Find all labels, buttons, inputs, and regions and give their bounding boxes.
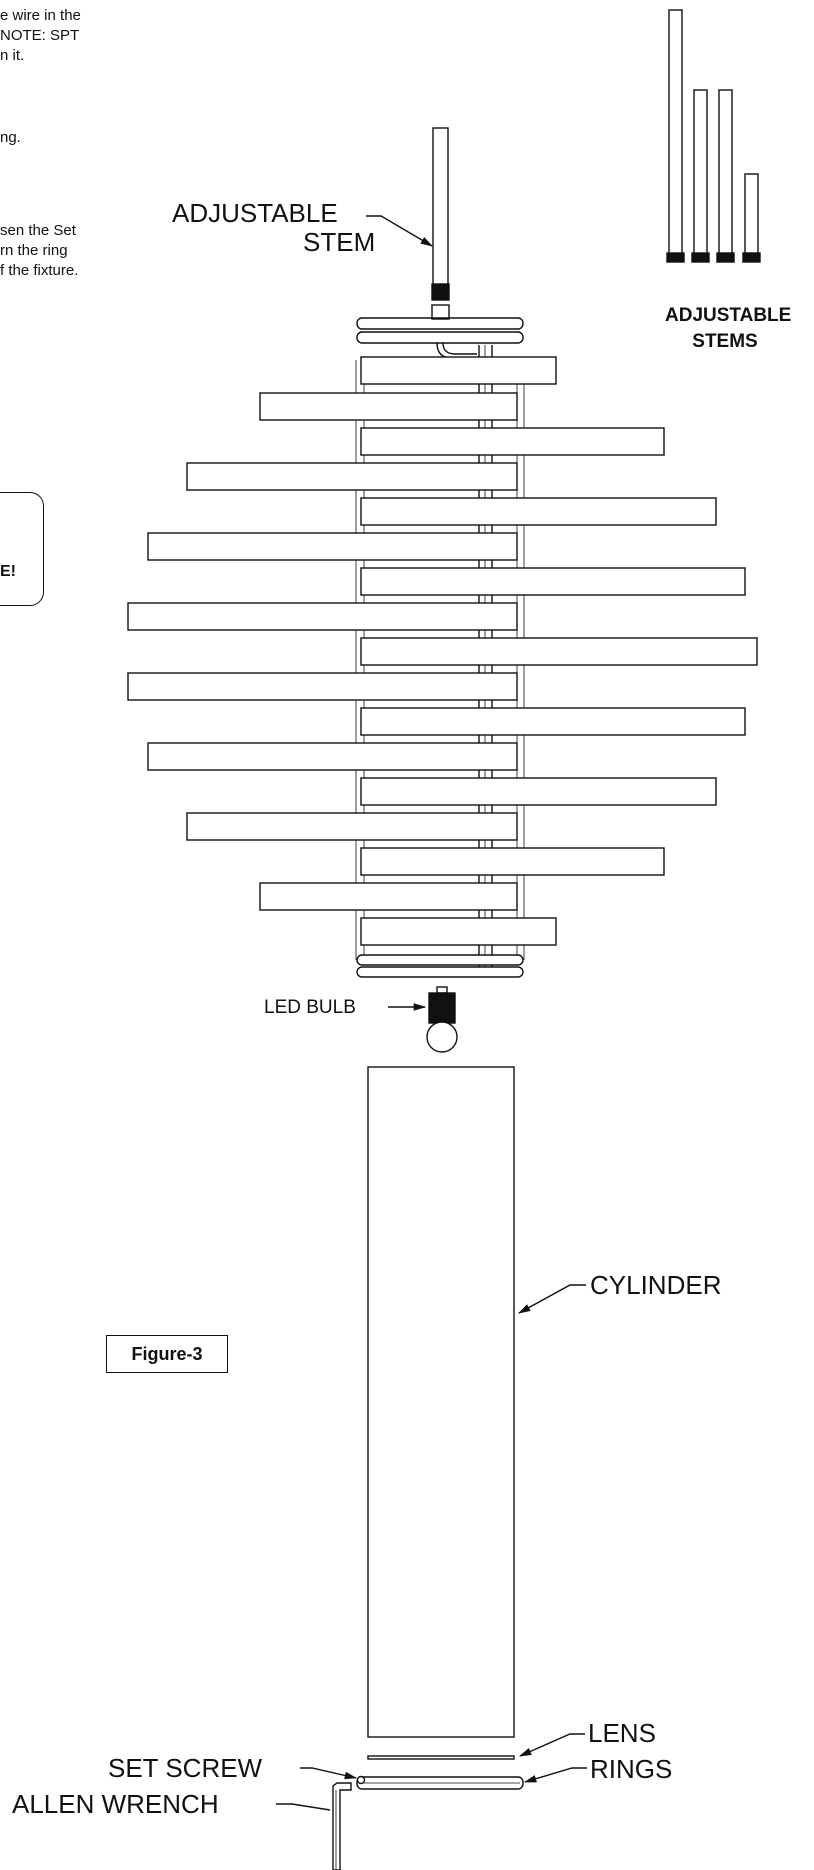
adjustable-stems-set bbox=[666, 9, 761, 263]
figure-label: Figure-3 bbox=[106, 1335, 228, 1373]
instruction-fragment: n it. bbox=[0, 47, 25, 64]
bottom-ring bbox=[356, 954, 524, 966]
adjustable-stem bbox=[431, 127, 450, 301]
blades bbox=[127, 356, 758, 946]
adjustable-stem-label-line1: ADJUSTABLE bbox=[172, 198, 338, 228]
lens bbox=[367, 1755, 515, 1760]
instruction-fragment: ng. bbox=[0, 129, 21, 146]
allen-wrench bbox=[332, 1782, 352, 1870]
adjustable-stem-label-line2: STEM bbox=[303, 227, 376, 257]
note-box bbox=[0, 492, 44, 606]
adjustable-stems-label-line2: STEMS bbox=[692, 331, 758, 352]
instruction-fragment: NOTE: SPT bbox=[0, 27, 80, 44]
instruction-fragment: sen the Set bbox=[0, 222, 76, 239]
instruction-fragment: rn the ring bbox=[0, 242, 68, 259]
cylinder-label: CYLINDER bbox=[590, 1270, 722, 1300]
lens-label: LENS bbox=[588, 1718, 656, 1748]
led-bulb-label: LED BULB bbox=[264, 997, 356, 1018]
note-fragment: E! bbox=[0, 563, 16, 580]
instruction-fragment: e wire in the bbox=[0, 7, 81, 24]
adjustable-stems-label-line1: ADJUSTABLE bbox=[665, 305, 792, 326]
set-screw bbox=[356, 1775, 366, 1785]
set-screw-label: SET SCREW bbox=[108, 1753, 263, 1783]
led-bulb bbox=[426, 986, 458, 1053]
top-ring-assembly bbox=[356, 304, 524, 359]
instruction-fragment: f the fixture. bbox=[0, 262, 79, 279]
allen-wrench-label: ALLEN WRENCH bbox=[12, 1789, 219, 1819]
bottom-rings bbox=[356, 1776, 524, 1790]
cylinder bbox=[367, 1066, 515, 1738]
rings-label: RINGS bbox=[590, 1754, 673, 1784]
